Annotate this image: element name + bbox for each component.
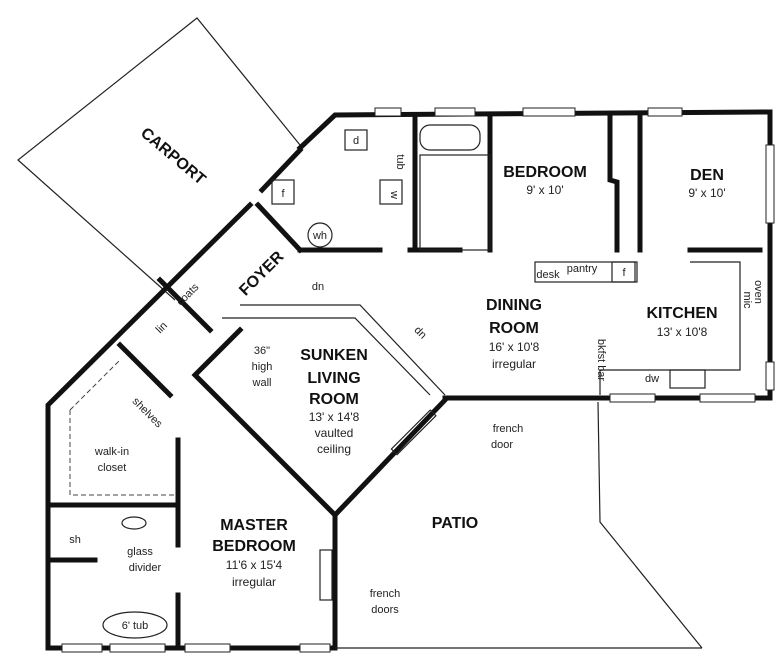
washer-label: w <box>388 190 400 199</box>
living-note-2: ceiling <box>317 442 351 456</box>
oven-label: oven <box>752 280 764 304</box>
den-size: 9' x 10' <box>688 186 725 200</box>
french-door-label-2: door <box>491 439 513 451</box>
master-size: 11'6 x 15'4 <box>226 558 283 572</box>
dining-size: 16' x 10'8 <box>489 340 540 354</box>
master-note: irregular <box>232 575 276 589</box>
french-doors-label-1: french <box>370 588 401 600</box>
freezer-label: f <box>281 188 285 200</box>
glass-label-2: divider <box>129 562 162 574</box>
living-size: 13' x 14'8 <box>309 410 360 424</box>
living-label-1: SUNKEN <box>300 347 368 364</box>
kitchen-size: 13' x 10'8 <box>657 325 708 339</box>
carport-label: CARPORT <box>137 125 209 189</box>
pantry-label: pantry <box>567 263 598 275</box>
dryer-label: d <box>353 135 359 147</box>
patio-label: PATIO <box>432 515 479 532</box>
living-note-1: vaulted <box>315 426 354 440</box>
carport-outline <box>17 17 301 301</box>
shelves-label: shelves <box>130 395 165 430</box>
tub-small-label: tub <box>394 154 406 169</box>
master-label-1: MASTER <box>220 517 288 534</box>
high-wall-label-2: high <box>252 361 273 373</box>
dining-label-1: DINING <box>486 297 542 314</box>
interior-walls <box>45 112 763 651</box>
shower-label: sh <box>69 534 81 546</box>
walkin-label-1: walk-in <box>94 446 129 458</box>
desk-label: desk <box>536 269 560 281</box>
master-label-2: BEDROOM <box>212 538 296 555</box>
linen-label: lin <box>154 320 170 336</box>
windows <box>61 107 775 653</box>
glass-label-1: glass <box>127 546 153 558</box>
bkfst-bar-label: bkfst bar <box>595 339 607 382</box>
mic-label: mic <box>741 291 753 309</box>
living-label-3: ROOM <box>309 391 359 408</box>
kitchen-label: KITCHEN <box>646 305 717 322</box>
bedroom-label: BEDROOM <box>503 164 587 181</box>
dining-label-2: ROOM <box>489 320 539 337</box>
tub-label: 6' tub <box>122 620 149 632</box>
dn-label-2: dn <box>412 324 429 341</box>
walkin-label-2: closet <box>98 462 127 474</box>
den-label: DEN <box>690 167 724 184</box>
dn-label-1: dn <box>312 281 324 293</box>
french-doors-label-2: doors <box>371 604 399 616</box>
living-label-2: LIVING <box>307 370 360 387</box>
high-wall-label-3: wall <box>252 377 272 389</box>
fixture-lines <box>69 124 741 649</box>
water-heater-label: wh <box>312 230 327 242</box>
fridge-label: f <box>622 267 626 279</box>
foyer-label: FOYER <box>236 248 287 299</box>
high-wall-label-1: 36" <box>254 345 270 357</box>
dining-note: irregular <box>492 357 536 371</box>
coats-label: coats <box>174 281 201 308</box>
exterior-walls <box>45 109 773 651</box>
french-door-label-1: french <box>493 423 524 435</box>
dishwasher-label: dw <box>645 373 659 385</box>
bedroom-size: 9' x 10' <box>526 183 563 197</box>
